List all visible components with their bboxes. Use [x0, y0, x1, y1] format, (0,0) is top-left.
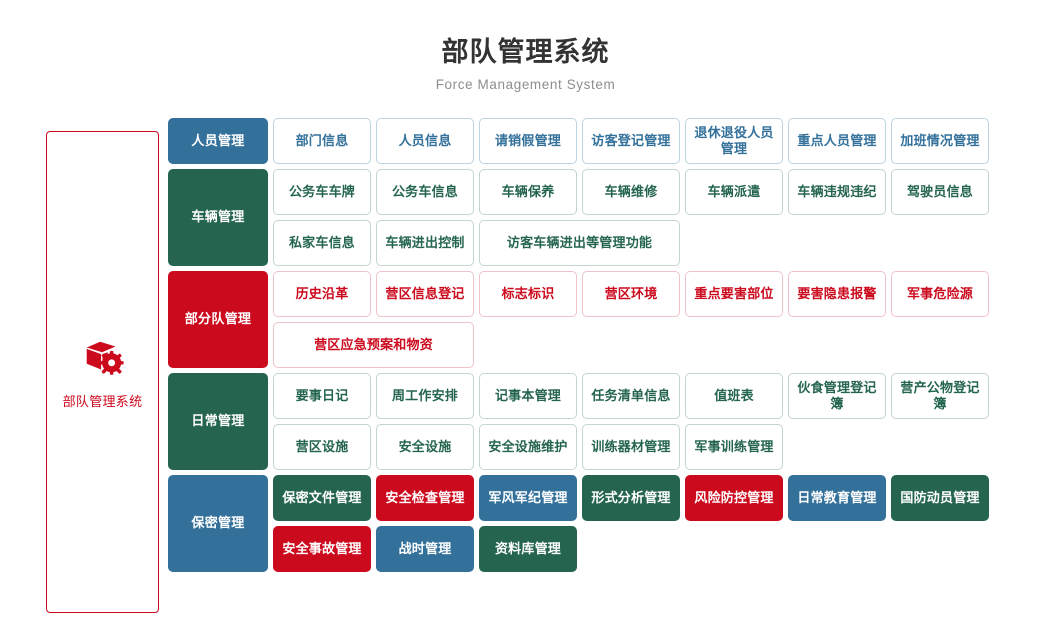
category-button[interactable]: 人员管理 — [168, 118, 268, 164]
module-item-button[interactable]: 军事训练管理 — [685, 424, 783, 470]
category-button[interactable]: 车辆管理 — [168, 169, 268, 266]
module-row: 车辆管理公务车车牌公务车信息车辆保养车辆维修车辆派遣车辆违规违纪驾驶员信息私家车… — [168, 169, 1048, 266]
module-row: 日常管理要事日记周工作安排记事本管理任务清单信息值班表伙食管理登记簿营产公物登记… — [168, 373, 1048, 470]
module-grid: 人员管理部门信息人员信息请销假管理访客登记管理退休退役人员管理重点人员管理加班情… — [168, 118, 1048, 577]
module-item-button[interactable]: 任务清单信息 — [582, 373, 680, 419]
module-item-button[interactable]: 军事危险源 — [891, 271, 989, 317]
cube-gear-icon — [80, 335, 126, 381]
module-item-button[interactable]: 日常教育管理 — [788, 475, 886, 521]
module-item-list: 部门信息人员信息请销假管理访客登记管理退休退役人员管理重点人员管理加班情况管理 — [273, 118, 1048, 164]
module-item-list: 保密文件管理安全检查管理军风军纪管理形式分析管理风险防控管理日常教育管理国防动员… — [273, 475, 1048, 572]
module-item-button[interactable]: 营产公物登记簿 — [891, 373, 989, 419]
module-item-button[interactable]: 访客登记管理 — [582, 118, 680, 164]
category-button[interactable]: 部分队管理 — [168, 271, 268, 368]
module-item-button[interactable]: 安全设施 — [376, 424, 474, 470]
module-item-button[interactable]: 历史沿革 — [273, 271, 371, 317]
module-item-button[interactable]: 军风军纪管理 — [479, 475, 577, 521]
module-item-button[interactable]: 安全设施维护 — [479, 424, 577, 470]
page-title: 部队管理系统 — [441, 37, 610, 67]
module-item-button[interactable]: 安全检查管理 — [376, 475, 474, 521]
module-item-button[interactable]: 伙食管理登记簿 — [788, 373, 886, 419]
module-row: 保密管理保密文件管理安全检查管理军风军纪管理形式分析管理风险防控管理日常教育管理… — [168, 475, 1048, 572]
page-subtitle: Force Management System — [435, 77, 616, 93]
module-item-button[interactable]: 要事日记 — [273, 373, 371, 419]
module-item-button[interactable]: 公务车车牌 — [273, 169, 371, 215]
module-item-button[interactable]: 要害隐患报警 — [788, 271, 886, 317]
module-item-button[interactable]: 值班表 — [685, 373, 783, 419]
module-item-button[interactable]: 记事本管理 — [479, 373, 577, 419]
module-item-button[interactable]: 公务车信息 — [376, 169, 474, 215]
module-item-button[interactable]: 周工作安排 — [376, 373, 474, 419]
sidebar-brand-panel[interactable]: 部队管理系统 — [46, 131, 159, 613]
module-item-button[interactable]: 营区环境 — [582, 271, 680, 317]
module-item-button[interactable]: 车辆进出控制 — [376, 220, 474, 266]
module-item-button[interactable]: 营区应急预案和物资 — [273, 322, 474, 368]
module-item-button[interactable]: 风险防控管理 — [685, 475, 783, 521]
module-item-button[interactable]: 标志标识 — [479, 271, 577, 317]
page-header: 部队管理系统 Force Management System — [0, 0, 1051, 92]
module-item-button[interactable]: 私家车信息 — [273, 220, 371, 266]
module-item-button[interactable]: 请销假管理 — [479, 118, 577, 164]
module-item-button[interactable]: 退休退役人员管理 — [685, 118, 783, 164]
module-item-button[interactable]: 形式分析管理 — [582, 475, 680, 521]
module-item-button[interactable]: 访客车辆进出等管理功能 — [479, 220, 680, 266]
module-item-button[interactable]: 安全事故管理 — [273, 526, 371, 572]
module-item-list: 要事日记周工作安排记事本管理任务清单信息值班表伙食管理登记簿营产公物登记簿营区设… — [273, 373, 1048, 470]
module-item-button[interactable]: 国防动员管理 — [891, 475, 989, 521]
module-item-button[interactable]: 人员信息 — [376, 118, 474, 164]
module-item-button[interactable]: 加班情况管理 — [891, 118, 989, 164]
module-item-button[interactable]: 重点人员管理 — [788, 118, 886, 164]
module-item-button[interactable]: 车辆维修 — [582, 169, 680, 215]
module-item-button[interactable]: 驾驶员信息 — [891, 169, 989, 215]
sidebar-brand-label: 部队管理系统 — [62, 393, 143, 409]
module-item-button[interactable]: 车辆派遣 — [685, 169, 783, 215]
module-row: 人员管理部门信息人员信息请销假管理访客登记管理退休退役人员管理重点人员管理加班情… — [168, 118, 1048, 164]
module-item-button[interactable]: 营区设施 — [273, 424, 371, 470]
module-item-button[interactable]: 重点要害部位 — [685, 271, 783, 317]
module-item-button[interactable]: 车辆保养 — [479, 169, 577, 215]
module-item-list: 历史沿革营区信息登记标志标识营区环境重点要害部位要害隐患报警军事危险源营区应急预… — [273, 271, 1048, 368]
module-item-button[interactable]: 车辆违规违纪 — [788, 169, 886, 215]
module-item-button[interactable]: 营区信息登记 — [376, 271, 474, 317]
module-row: 部分队管理历史沿革营区信息登记标志标识营区环境重点要害部位要害隐患报警军事危险源… — [168, 271, 1048, 368]
module-item-button[interactable]: 保密文件管理 — [273, 475, 371, 521]
module-item-button[interactable]: 战时管理 — [376, 526, 474, 572]
module-item-button[interactable]: 训练器材管理 — [582, 424, 680, 470]
module-item-button[interactable]: 部门信息 — [273, 118, 371, 164]
category-button[interactable]: 日常管理 — [168, 373, 268, 470]
category-button[interactable]: 保密管理 — [168, 475, 268, 572]
module-item-button[interactable]: 资料库管理 — [479, 526, 577, 572]
module-item-list: 公务车车牌公务车信息车辆保养车辆维修车辆派遣车辆违规违纪驾驶员信息私家车信息车辆… — [273, 169, 1048, 266]
